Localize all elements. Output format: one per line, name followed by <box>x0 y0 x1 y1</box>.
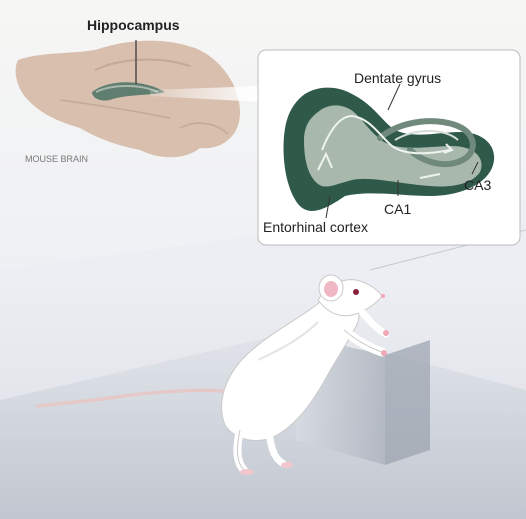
label-mouse-brain: MOUSE BRAIN <box>25 154 88 164</box>
label-ca1: CA1 <box>384 201 411 217</box>
label-dentate-gyrus: Dentate gyrus <box>354 70 441 86</box>
box-side <box>385 340 430 465</box>
mouse-eye <box>353 289 359 295</box>
label-hippocampus: Hippocampus <box>87 17 180 33</box>
label-entorhinal-cortex: Entorhinal cortex <box>263 219 368 235</box>
label-ca3: CA3 <box>464 177 491 193</box>
mouse-nose <box>381 294 385 298</box>
